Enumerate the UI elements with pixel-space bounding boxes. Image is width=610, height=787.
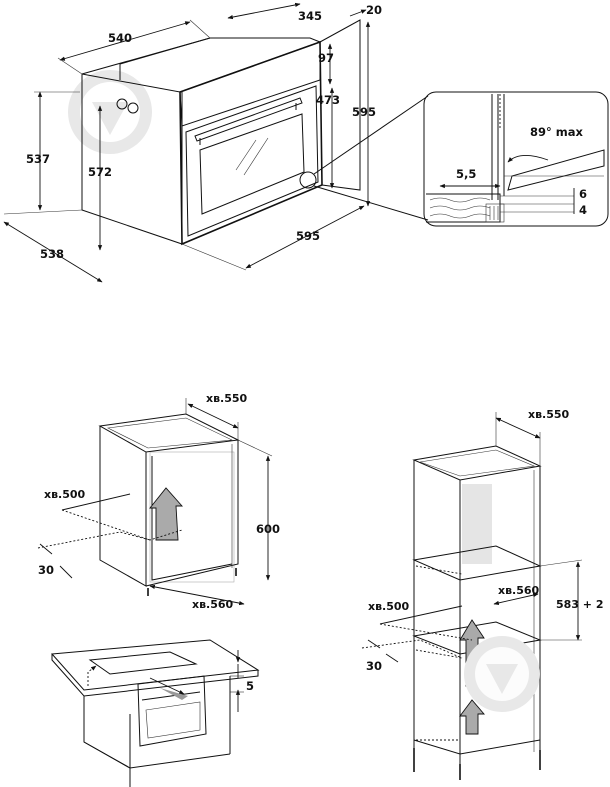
dim-b: 4 <box>579 203 587 217</box>
oven-window <box>199 113 305 215</box>
niche-depth: xв.500 <box>44 488 86 501</box>
dim-width-bottom: 595 <box>296 229 320 243</box>
dim-a: 6 <box>579 187 587 201</box>
column-niche-height: 583 + 2 <box>556 598 604 611</box>
dim-offset: 20 <box>366 3 382 17</box>
niche-back-gap: 30 <box>38 563 54 577</box>
watermark-logo-icon <box>68 70 152 154</box>
oven-left-face <box>81 74 183 245</box>
niche-inner-width: xв.560 <box>192 598 234 611</box>
angle-label: 89° max <box>530 125 584 139</box>
detail-frame <box>423 91 609 227</box>
watermark-logo-icon <box>464 636 540 712</box>
counter-gap: 5 <box>246 679 254 693</box>
dim-height-right: 595 <box>352 105 376 119</box>
under-counter-niche: xв.550 xв.500 600 30 xв.560 <box>37 392 280 611</box>
oven-icon <box>137 675 207 747</box>
dim-height-left: 537 <box>26 152 50 166</box>
niche-width: xв.550 <box>206 392 248 405</box>
knob-icon <box>127 102 139 114</box>
dim-door: 473 <box>316 93 340 107</box>
counter-installation: 5 <box>50 639 260 787</box>
dim-panel: 97 <box>318 51 334 65</box>
niche-height: 600 <box>256 522 280 536</box>
dim-depth-bottom: 538 <box>40 247 64 261</box>
column-width: xв.550 <box>528 408 570 421</box>
column-niche: xв.550 xв.560 583 + 2 xв.500 30 <box>361 408 604 780</box>
airflow-arrow-icon <box>149 487 184 541</box>
oven-control-panel <box>179 41 321 127</box>
dim-inner-height: 572 <box>88 165 112 179</box>
dim-gap: 5,5 <box>456 167 476 181</box>
knob-icon <box>116 98 128 110</box>
detail-callout-circle <box>299 171 317 189</box>
oven-handle <box>194 97 303 142</box>
hinge-detail: 5,5 6 4 89° max <box>423 91 609 227</box>
dim-width-top: 540 <box>108 31 132 45</box>
oven-dimension-drawing: 540 345 20 97 473 595 537 572 538 595 <box>3 2 429 283</box>
column-back-gap: 30 <box>366 659 382 673</box>
oven-door <box>185 85 319 237</box>
oven-front-frame <box>179 40 323 246</box>
hob-icon <box>88 651 198 675</box>
column-depth: xв.500 <box>368 600 410 613</box>
column-inner-width: xв.560 <box>498 584 540 597</box>
dim-depth-top: 345 <box>298 9 322 23</box>
airflow-arrow-icon <box>459 699 485 735</box>
